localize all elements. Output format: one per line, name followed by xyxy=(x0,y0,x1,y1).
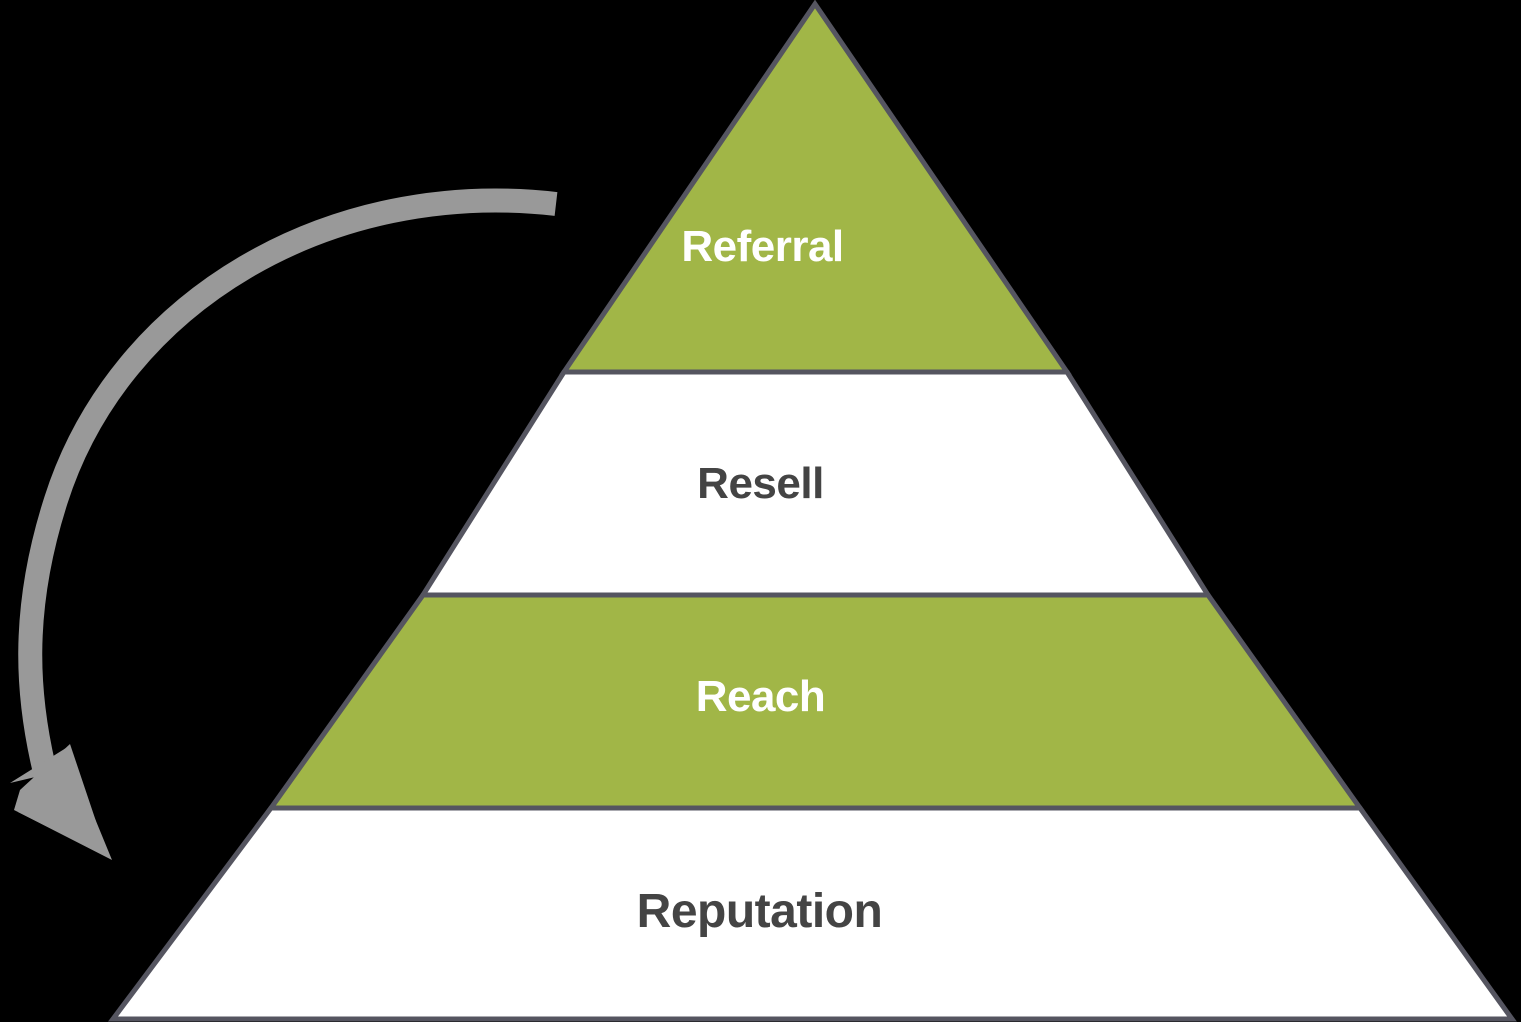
curved-down-arrow-icon xyxy=(10,188,558,860)
pyramid-tier-reputation-label: Reputation xyxy=(636,885,883,938)
pyramid-tier-referral-shape[interactable] xyxy=(559,0,1072,375)
pyramid-tier-resell-label: Resell xyxy=(697,459,824,508)
pyramid-tier-referral-label: Referral xyxy=(681,222,844,271)
pyramid-tier-reach-label: Reach xyxy=(695,672,826,721)
